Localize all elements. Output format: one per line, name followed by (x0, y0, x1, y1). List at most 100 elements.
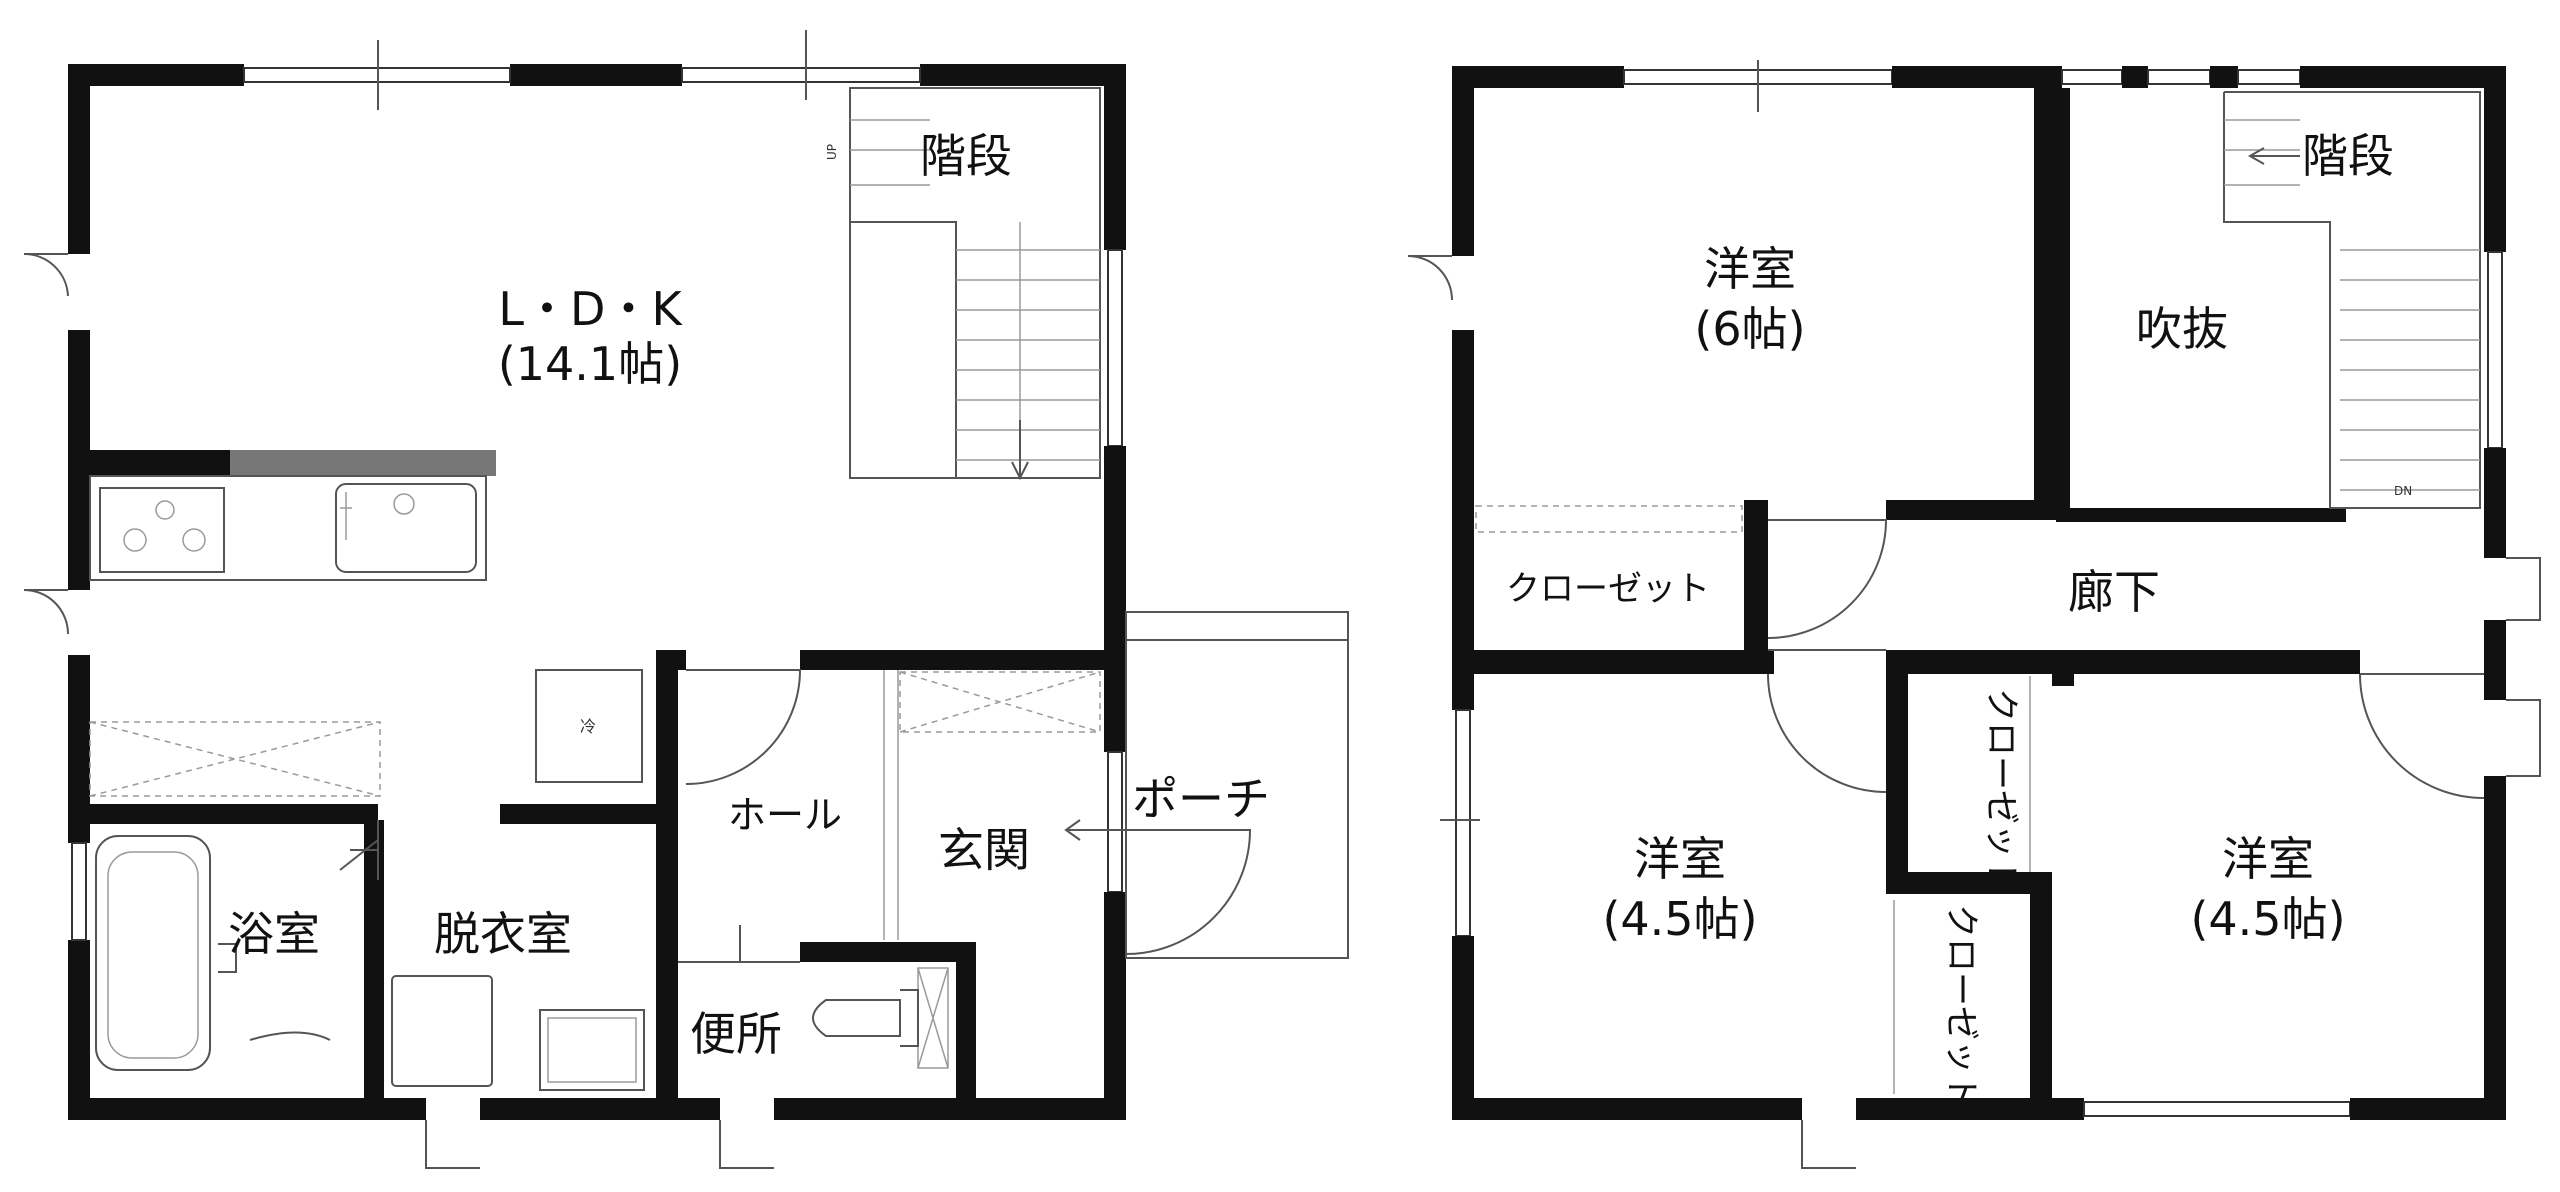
f2-balcony-doors[interactable] (2506, 557, 2541, 777)
f2-wall-right-top (2484, 66, 2506, 252)
f2-window-bottom (2083, 1101, 2351, 1117)
f1-wall-left-bottom (68, 655, 90, 843)
f1-wall-right-top (1104, 64, 1126, 250)
f2-atrium-label: 吹抜 (2136, 302, 2228, 356)
f1-washbasin (391, 975, 493, 1087)
f1-door-entrance[interactable] (1125, 829, 1252, 955)
f2-stairs-label: 階段 (2302, 129, 2394, 183)
f1-door-hall[interactable] (685, 669, 802, 785)
f2-wall-atrium-bottom (2056, 508, 2346, 522)
f2-stairs-arrow (2247, 147, 2300, 165)
f2-room-c-size: (4.5帖) (2190, 892, 2345, 946)
f2-wall-right-mid (2484, 448, 2506, 558)
f2-window-right (2487, 251, 2503, 449)
f2-closet-1-label: クローゼット (1506, 569, 1710, 609)
f1-ldk-size: (14.1帖) (498, 337, 682, 391)
f1-washing-machine-inner (547, 1017, 637, 1083)
f1-washing-machine (539, 1009, 645, 1091)
f1-wall-toilet-right (956, 942, 976, 1098)
f2-room-b-size: (4.5帖) (1602, 892, 1757, 946)
f2-stairs-dn-label: DN (2394, 484, 2412, 498)
f2-closet-2-label: クローゼット (1981, 688, 2021, 892)
f1-kitchen-hood (230, 450, 496, 476)
f2-door-bottom[interactable] (1801, 1120, 1856, 1169)
f1-wall-hall-top-1 (656, 650, 686, 670)
f1-kitchen-counter (89, 475, 487, 581)
f1-bath-label: 浴室 (228, 907, 320, 961)
f2-wall-corridor-bottom-2 (1886, 650, 2360, 674)
f2-wall-top-2 (1892, 66, 2062, 88)
f1-toilet-icon (812, 989, 919, 1047)
f1-door-toilet[interactable] (678, 925, 800, 963)
f1-hall-label: ホール (728, 793, 842, 837)
f1-stairs-arrow (1011, 420, 1029, 481)
f1-wall-bottom-1 (68, 1098, 426, 1120)
f2-room-c-name: 洋室 (2222, 832, 2314, 886)
f1-wall-bath-top (68, 804, 378, 824)
f1-doors (23, 30, 1252, 1169)
f1-fridge-label: 冷 (580, 717, 596, 736)
f1-stairs-up-label: UP (825, 144, 839, 160)
f1-stairs-frame (849, 87, 1101, 479)
f1-window-sash-marks (377, 30, 807, 110)
f1-wall-hall-top-2 (800, 650, 1126, 670)
f2-wall-bottom-3 (2350, 1098, 2506, 1120)
f1-door-bath[interactable] (339, 820, 379, 880)
f2-doors (1407, 60, 2541, 1169)
f1-stove-burners-icon (123, 500, 206, 552)
f2-corridor-label: 廊下 (2068, 565, 2160, 619)
f2-wall-closet-2-left (1886, 650, 1908, 880)
floor-2: DN 洋室 (6帖) 吹抜 階段 クローゼット 廊下 クローゼット クローゼット… (1407, 60, 2541, 1169)
f2-wall-atrium-left (2056, 88, 2070, 522)
f1-wall-top-mid (510, 64, 682, 86)
f2-wall-room-a-bottom (1886, 500, 2058, 520)
f1-wall-bath-top-2 (500, 804, 660, 824)
f2-wall-corridor-bottom-1 (1452, 650, 1774, 674)
f1-wall-left-bath (68, 940, 90, 1120)
f2-door-room-c[interactable] (2359, 673, 2485, 799)
f1-dressing-label: 脱衣室 (434, 907, 572, 961)
f2-window-top-3 (2147, 69, 2211, 85)
f1-pantry-storage (89, 721, 381, 797)
f2-wall-right-bottom (2484, 776, 2506, 1120)
f2-wall-room-c-left (2052, 674, 2074, 686)
f2-door-room-a-left[interactable] (1407, 255, 1453, 301)
f2-stair-treads (2224, 119, 2480, 491)
f2-stairs-frame (2223, 91, 2481, 509)
f1-bath-shower-icon (218, 943, 331, 1041)
f1-pantry-cross (89, 721, 381, 797)
f2-window-top-2 (2061, 69, 2123, 85)
f1-porch-label: ポーチ (1132, 772, 1270, 826)
f1-window-left-bath (71, 842, 87, 941)
f2-wall-bottom-2 (1856, 1098, 2084, 1120)
f2-wall-top-4 (2210, 66, 2238, 88)
f1-stairs-label: 階段 (920, 129, 1012, 183)
f1-bathtub (95, 835, 211, 1071)
f1-wall-right-mid (1104, 446, 1126, 752)
f1-door-toilet-out[interactable] (719, 1120, 774, 1169)
f1-wall-left-mid (68, 330, 90, 590)
f1-window-entrance (1107, 751, 1123, 893)
f1-door-dressing-out[interactable] (425, 1120, 480, 1169)
f1-toilet-tank-cross (917, 967, 949, 1069)
f1-door-ldk-left[interactable] (23, 252, 69, 297)
f1-wall-toilet-top (800, 942, 976, 962)
f1-toilet-label: 便所 (690, 1007, 782, 1061)
f1-shoe-cabinet (899, 671, 1101, 733)
f1-sink (335, 483, 477, 573)
f1-wall-bottom-2 (480, 1098, 720, 1120)
f2-door-room-b[interactable] (1767, 649, 1887, 793)
floor-1: UP 冷 (23, 30, 1349, 1169)
f1-wall-top-left (68, 64, 244, 86)
f2-closet-3-label: クローゼット (1941, 904, 1981, 1108)
f2-wall-left-bottom (1452, 936, 1474, 1120)
f1-wall-right-bottom (1104, 892, 1126, 1120)
f1-fridge (535, 669, 643, 783)
f1-wall-top-right (920, 64, 1126, 86)
f1-stair-treads (850, 119, 1100, 478)
f2-door-room-a[interactable] (1767, 519, 1888, 639)
f2-wall-top-1 (1452, 66, 1624, 88)
f1-shoe-cabinet-cross (899, 671, 1101, 733)
f1-door-kitchen-left[interactable] (23, 589, 69, 635)
f1-window-right (1107, 249, 1123, 447)
